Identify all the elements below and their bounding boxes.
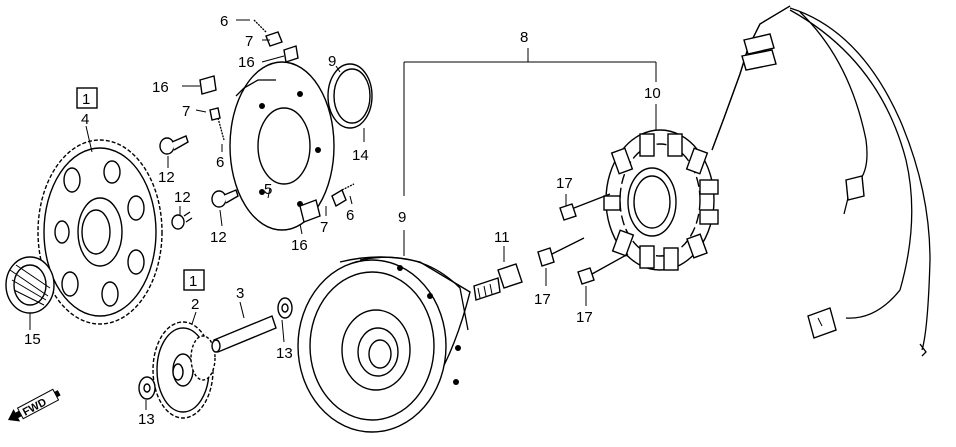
boxed-label-1b: 1 (189, 273, 197, 290)
plunger-7c (331, 188, 347, 208)
callout-11: 11 (494, 229, 510, 246)
callout-9a: 9 (328, 53, 336, 70)
callout-5: 5 (264, 181, 272, 198)
callout-12c: 12 (174, 189, 191, 206)
callout-16a: 16 (238, 54, 255, 71)
needle-bearing (5, 256, 55, 314)
callout-8: 8 (520, 29, 528, 46)
plunger-7b (209, 107, 221, 121)
callout-13a: 13 (138, 411, 155, 428)
callout-4: 4 (81, 111, 89, 128)
roller-16b (199, 75, 217, 95)
callout-7c: 7 (320, 219, 328, 236)
callout-17c: 17 (576, 309, 593, 326)
callout-10: 10 (644, 85, 661, 102)
spring-6b (217, 117, 225, 141)
callout-12a: 12 (158, 169, 175, 186)
starter-clutch (229, 61, 335, 231)
plunger-7a (265, 31, 283, 47)
callout-15: 15 (24, 331, 41, 348)
callout-13b: 13 (276, 345, 293, 362)
callout-2: 2 (191, 296, 199, 313)
callout-3: 3 (236, 285, 244, 302)
leader-lines (29, 19, 657, 410)
bolt-12c (171, 211, 193, 230)
reduction-gear (152, 321, 216, 419)
bolt-17b (537, 237, 585, 267)
callout-12b: 12 (210, 229, 227, 246)
callout-16c: 16 (291, 237, 308, 254)
starter-driven-gear (37, 139, 163, 325)
callout-9b: 9 (398, 209, 406, 226)
spring-6c (341, 183, 355, 191)
stator (603, 129, 719, 271)
callout-7b: 7 (182, 103, 190, 120)
flywheel-rotor (297, 256, 471, 433)
callout-6b: 6 (216, 154, 224, 171)
bolt-17c (577, 253, 629, 285)
fwd-label: FWD (21, 396, 49, 418)
wire-harness (711, 5, 931, 357)
shaft (211, 315, 277, 353)
bolt-17a (559, 193, 611, 221)
roller-16c (299, 199, 321, 223)
callout-14: 14 (352, 147, 369, 164)
spring-6a (253, 19, 267, 33)
boxed-callout-1a (76, 87, 98, 109)
fwd-arrow: FWD (8, 388, 61, 422)
bolt-12a (159, 135, 189, 155)
callout-7a: 7 (245, 33, 253, 50)
bolt-12b (211, 189, 239, 208)
rotor-bolt (473, 263, 523, 301)
callout-6c: 6 (346, 207, 354, 224)
callout-17b: 17 (534, 291, 551, 308)
roller-16a (283, 45, 299, 63)
callout-6a: 6 (220, 13, 228, 30)
callout-17a: 17 (556, 175, 573, 192)
callout-16b: 16 (152, 79, 169, 96)
boxed-label-1a: 1 (82, 91, 90, 108)
gasket-ring (327, 63, 373, 129)
boxed-callout-1b (183, 269, 205, 291)
